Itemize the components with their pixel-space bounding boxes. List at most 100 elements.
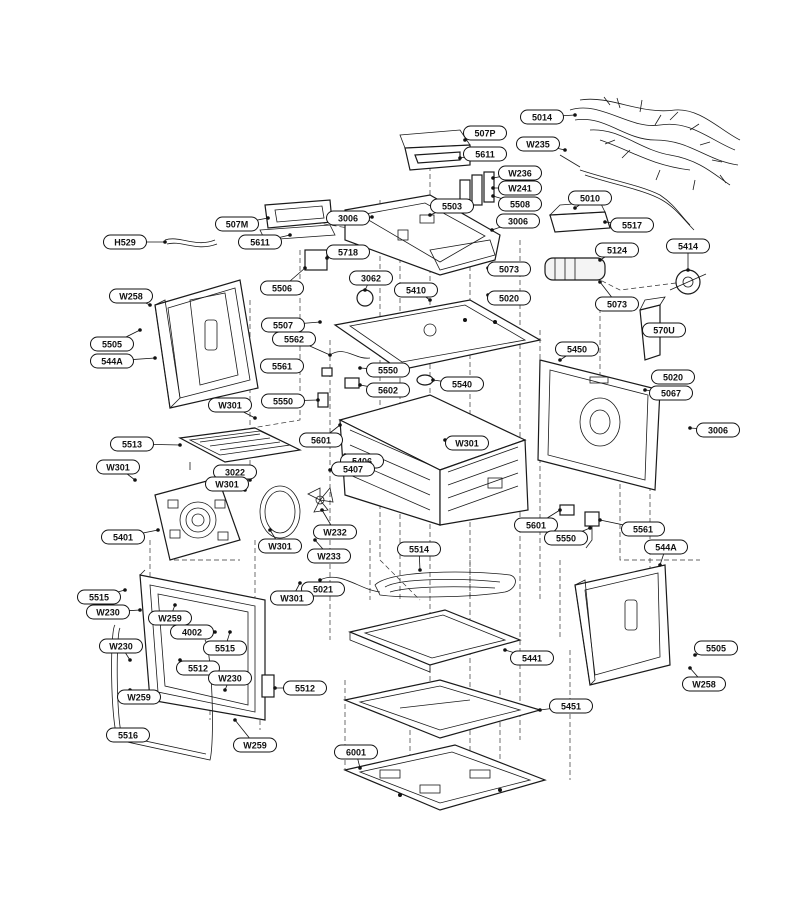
part-callout: W232 (313, 524, 357, 540)
leader-endpoint (491, 176, 495, 180)
oven-cavity (338, 394, 529, 526)
leader-endpoint (328, 353, 332, 357)
leader-endpoint (338, 423, 342, 427)
part-callout: 5401 (101, 529, 145, 545)
leader-endpoint (491, 194, 495, 198)
part-callout: 5450 (555, 341, 599, 357)
leader-endpoint (358, 766, 362, 770)
leader-endpoint (431, 378, 435, 382)
part-callout: W259 (233, 737, 277, 753)
part-callout: W301 (445, 435, 489, 451)
leader-endpoint (138, 328, 142, 332)
leader-endpoint (128, 658, 132, 662)
leader-endpoint (598, 280, 602, 284)
part-5514-bake-element (374, 571, 516, 598)
part-callout: 5561 (621, 521, 665, 537)
part-5503-control-plate (344, 194, 501, 276)
leader-endpoint (253, 416, 257, 420)
leader-endpoint (573, 113, 577, 117)
leader-endpoint (558, 358, 562, 362)
part-callout: 5441 (510, 650, 554, 666)
leader-endpoint (313, 538, 317, 542)
leader-endpoint (563, 148, 567, 152)
part-5401-fan-cover (154, 477, 241, 561)
part-callout: 5020 (651, 369, 695, 385)
leader-endpoint (538, 708, 542, 712)
part-callout: W301 (208, 397, 252, 413)
part-callout: 5516 (106, 727, 150, 743)
leader-endpoint (213, 630, 217, 634)
part-5602 (344, 377, 360, 389)
part-callout: 5601 (514, 517, 558, 533)
part-callout: W301 (270, 590, 314, 606)
part-callout: W230 (86, 604, 130, 620)
part-fan-blade (307, 487, 334, 513)
part-callout: 3006 (496, 213, 540, 229)
part-callout: 5550 (544, 530, 588, 546)
part-callout: 5505 (694, 640, 738, 656)
leader-endpoint (298, 581, 302, 585)
leader-endpoint (123, 588, 127, 592)
leader-endpoint (428, 298, 432, 302)
part-callout: W235 (516, 136, 560, 152)
part-callout: W301 (258, 538, 302, 554)
part-callout: 5507 (261, 317, 305, 333)
part-callout: H529 (103, 234, 147, 250)
leader-endpoint (288, 233, 292, 237)
part-6001-base (343, 744, 547, 811)
h529-wire (164, 238, 216, 244)
leader-endpoint (491, 186, 495, 190)
leader-endpoint (490, 228, 494, 232)
part-5512-bracket (261, 674, 275, 698)
part-callout: W259 (117, 689, 161, 705)
leader-endpoint (588, 526, 592, 530)
leader-endpoint (428, 213, 432, 217)
part-callout: 5414 (666, 238, 710, 254)
leader-endpoint (303, 266, 307, 270)
part-callout: 5550 (261, 393, 305, 409)
leader-endpoint (318, 578, 322, 582)
leader-endpoint (138, 608, 142, 612)
part-callout: 3062 (349, 270, 393, 286)
part-5450-rear-panel (537, 359, 661, 491)
part-callout: 5601 (299, 432, 343, 448)
part-507p (399, 129, 471, 171)
part-callout: 5020 (487, 290, 531, 306)
part-callout: W258 (682, 676, 726, 692)
part-5410-top-cover (333, 299, 542, 371)
part-5414 (669, 269, 707, 295)
part-5124 (544, 257, 606, 281)
part-callout: 5718 (326, 244, 370, 260)
leader-endpoint (658, 563, 662, 567)
part-5540 (416, 374, 434, 386)
part-callout: 5451 (549, 698, 593, 714)
part-callout: 5508 (498, 196, 542, 212)
leader-endpoint (686, 268, 690, 272)
leader-endpoint (358, 383, 362, 387)
part-callout: 5602 (366, 382, 410, 398)
leader-endpoint (358, 366, 362, 370)
leader-endpoint (558, 508, 562, 512)
part-callout: 3006 (326, 210, 370, 226)
part-5517-module (548, 201, 611, 233)
part-5562-sensor (329, 351, 371, 359)
part-callout: 5503 (430, 198, 474, 214)
part-callout: 5512 (176, 660, 220, 676)
part-callout: W230 (208, 670, 252, 686)
part-callout: 5514 (397, 541, 441, 557)
part-5021-wire (319, 576, 381, 593)
leader-endpoint (178, 443, 182, 447)
wiring-harness (559, 96, 741, 231)
part-callout: W258 (109, 288, 153, 304)
part-callout: 5512 (283, 680, 327, 696)
leader-endpoint (503, 648, 507, 652)
part-callout: 544A (90, 353, 134, 369)
part-callout: 5124 (595, 242, 639, 258)
leader-endpoint (320, 508, 324, 512)
part-callout: 544A (644, 539, 688, 555)
part-callout: 5550 (366, 362, 410, 378)
part-callout: W233 (307, 548, 351, 564)
part-callout: 4002 (170, 624, 214, 640)
leader-endpoint (688, 426, 692, 430)
part-callout: W230 (99, 638, 143, 654)
